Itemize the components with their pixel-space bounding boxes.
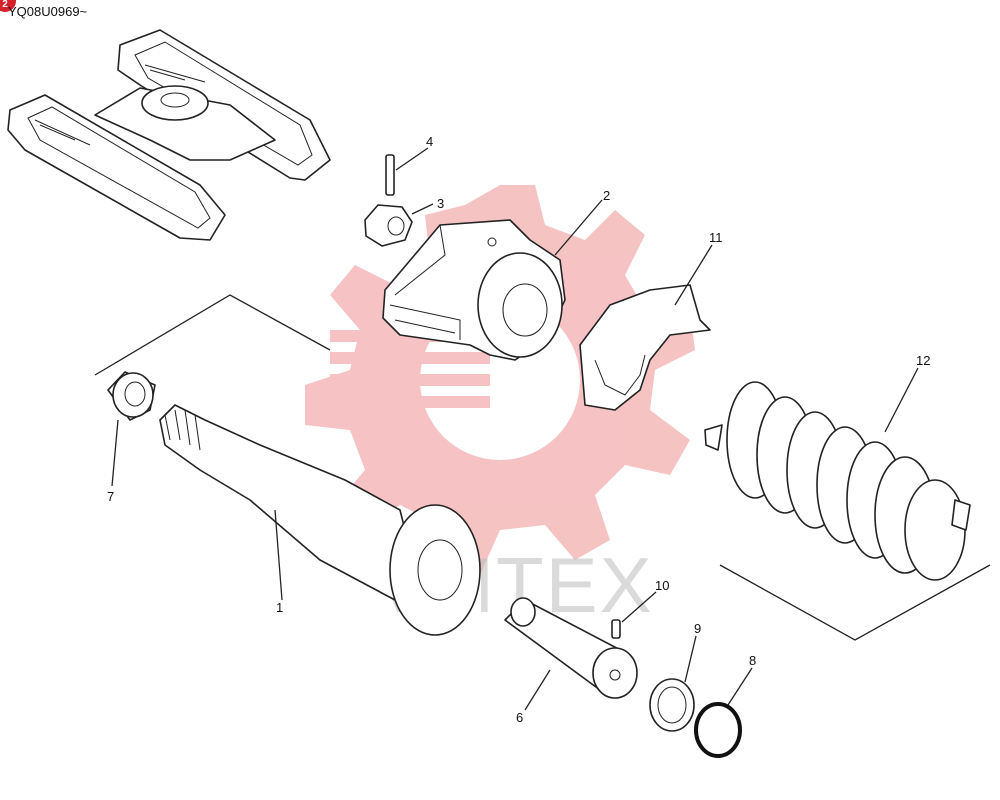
callout-labels: 4 3 2 11 12 7 1 6 10 9 8 (107, 134, 930, 725)
drawing-code: YQ08U0969~ (8, 4, 88, 19)
callout-6: 6 (516, 710, 523, 725)
part-8-snap-ring (694, 702, 742, 758)
part-11-guard (579, 284, 711, 411)
track-frame-thumbnail (7, 29, 331, 241)
part-9-ring (649, 678, 695, 732)
part-12-spring (704, 381, 971, 581)
part-1-shaft (159, 404, 481, 636)
callout-7: 7 (107, 489, 114, 504)
part-7-bushing (107, 371, 156, 421)
part-2-yoke (382, 219, 566, 361)
leader-lines (111, 147, 919, 711)
part-10-pin (611, 619, 621, 639)
callout-4: 4 (426, 134, 433, 149)
page-badge: 2 (0, 0, 16, 12)
callout-12: 12 (916, 353, 930, 368)
callout-9: 9 (694, 621, 701, 636)
part-6-pin (504, 597, 638, 699)
part-4-pin (385, 154, 395, 196)
callout-10: 10 (655, 578, 669, 593)
assembly-outline-lines (94, 294, 991, 641)
callout-11: 11 (709, 230, 723, 245)
callout-1: 1 (276, 600, 283, 615)
callout-3: 3 (437, 196, 444, 211)
callout-8: 8 (749, 653, 756, 668)
callout-2: 2 (603, 188, 610, 203)
part-3-nut (364, 204, 413, 247)
